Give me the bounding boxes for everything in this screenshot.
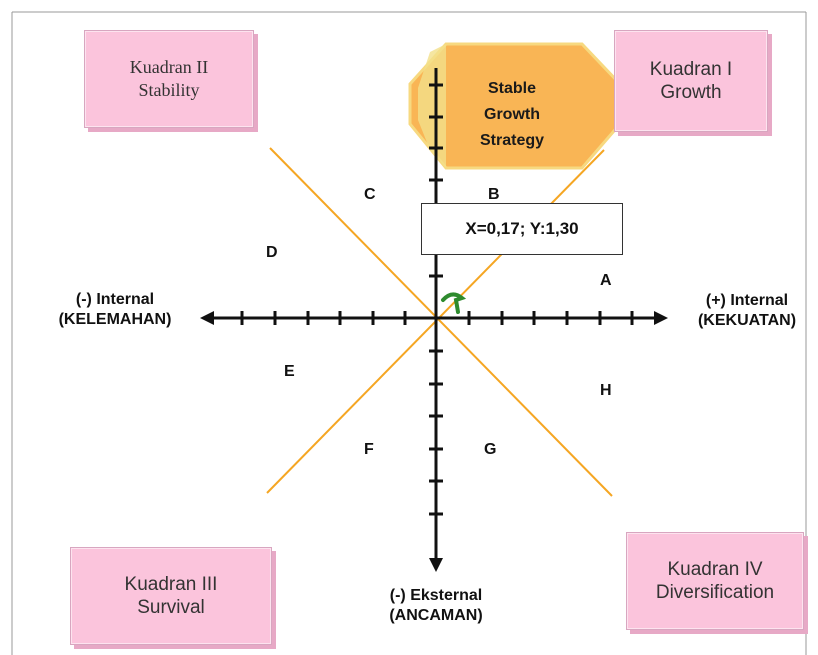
strategy-octagon-highlight (418, 44, 446, 168)
quadrant-1-subtitle: Growth (660, 82, 722, 103)
left-axis-line1: (-) Internal (75, 291, 155, 308)
region-c-label: C (364, 186, 376, 203)
bottom-axis-label: (-) Eksternal (ANCAMAN) (356, 586, 516, 626)
strategy-label: Stable Growth Strategy (450, 76, 574, 154)
left-arrow-head (200, 311, 214, 325)
right-axis-line2: (KEKUATAN) (697, 312, 797, 329)
region-e-label: E (284, 363, 295, 380)
right-axis-line1: (+) Internal (705, 292, 789, 309)
quadrant-3-box: Kuadran III Survival (70, 547, 272, 645)
bottom-axis-line2: (ANCAMAN) (389, 607, 483, 624)
quadrant-3-subtitle: Survival (137, 597, 205, 618)
quadrant-1-box: Kuadran I Growth (614, 30, 768, 132)
diagonal-line-nw-se (269, 147, 613, 497)
region-a-label: A (600, 272, 612, 289)
right-axis-label: (+) Internal (KEKUATAN) (680, 291, 814, 331)
quadrant-2-title: Kuadran II (129, 57, 209, 77)
strategy-line3: Strategy (479, 132, 545, 149)
region-f-label: F (364, 441, 374, 458)
quadrant-1-title: Kuadran I (649, 59, 733, 80)
region-d-label: D (266, 244, 278, 261)
region-h-label: H (600, 382, 612, 399)
strategy-octagon (408, 42, 622, 170)
position-marker-icon (441, 292, 467, 314)
strategy-line2: Growth (484, 106, 540, 123)
left-axis-label: (-) Internal (KELEMAHAN) (40, 290, 190, 330)
quadrant-4-title: Kuadran IV (667, 559, 763, 580)
quadrant-3-title: Kuadran III (124, 574, 218, 595)
horizontal-ticks (240, 311, 634, 325)
down-arrow-head (429, 558, 443, 572)
quadrant-2-box: Kuadran II Stability (84, 30, 254, 128)
strategy-line1: Stable (487, 80, 536, 97)
region-g-label: G (484, 441, 497, 458)
quadrant-4-subtitle: Diversification (655, 582, 775, 603)
region-b-label: B (488, 186, 500, 203)
bottom-axis-line1: (-) Eksternal (389, 587, 483, 604)
left-axis-line2: (KELEMAHAN) (58, 311, 172, 328)
quadrant-2-subtitle: Stability (138, 80, 200, 100)
right-arrow-head (654, 311, 668, 325)
coordinate-callout: X=0,17; Y:1,30 (421, 203, 623, 255)
coordinate-label: X=0,17; Y:1,30 (465, 219, 579, 238)
quadrant-4-box: Kuadran IV Diversification (626, 532, 804, 630)
